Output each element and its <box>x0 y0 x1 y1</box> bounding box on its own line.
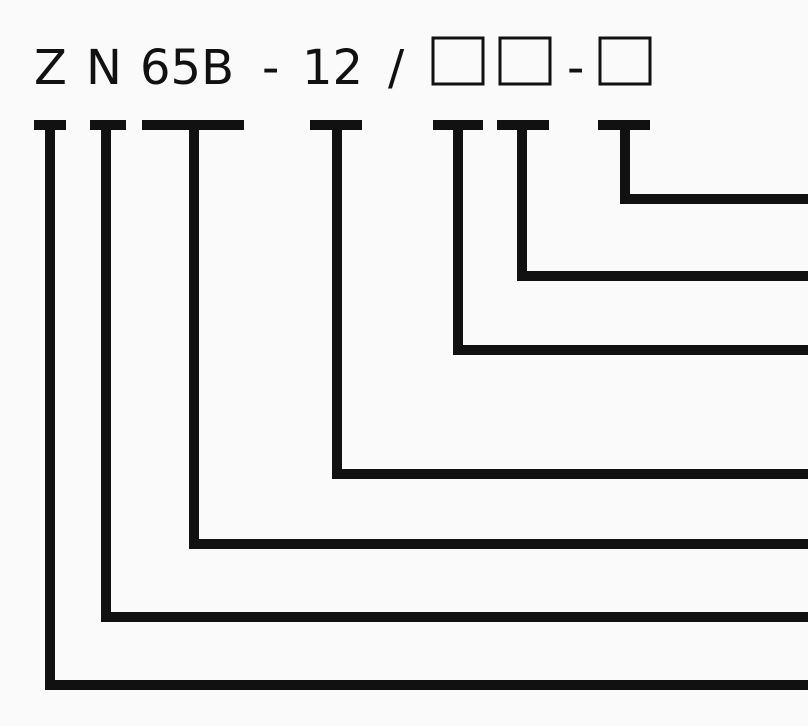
code-letter-z: Z <box>34 40 67 96</box>
bracket-lines <box>34 120 808 690</box>
code-dash-2: - <box>567 40 584 96</box>
bracket-box-1 <box>433 120 808 355</box>
code-series-65b: 65B <box>140 40 234 96</box>
code-voltage-12: 12 <box>302 40 363 96</box>
code-dash-1: - <box>262 40 279 96</box>
code-slash: / <box>388 40 405 96</box>
bracket-box-3 <box>598 120 808 204</box>
model-code-header: Z N 65B - 12 / - <box>34 36 652 96</box>
placeholder-box-3 <box>598 36 652 86</box>
bracket-voltage <box>310 120 808 479</box>
bracket-series <box>142 120 808 549</box>
placeholder-box-1 <box>431 36 485 86</box>
bracket-z <box>34 120 808 690</box>
code-letter-n: N <box>86 40 122 96</box>
placeholder-box-2 <box>498 36 552 86</box>
bracket-n <box>90 120 808 622</box>
bracket-box-2 <box>497 120 808 281</box>
